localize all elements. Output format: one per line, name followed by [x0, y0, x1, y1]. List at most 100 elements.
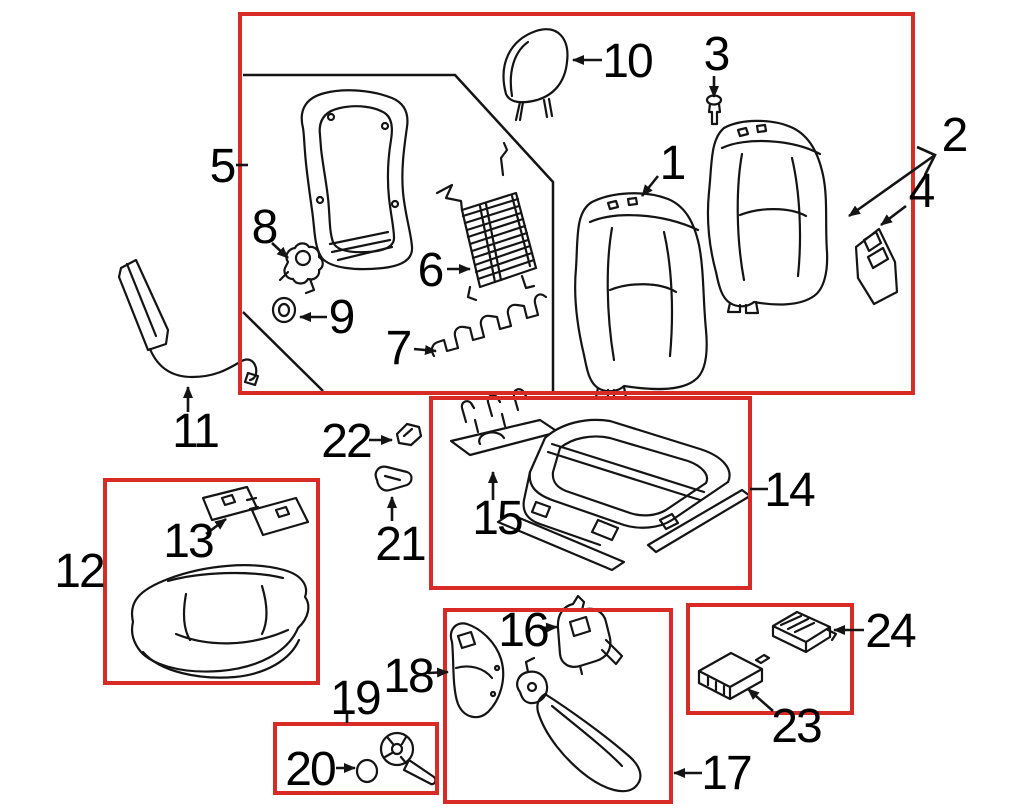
part-connector: [771, 610, 838, 654]
clip22-outline: [395, 422, 423, 447]
part-label-4: 4: [909, 165, 935, 218]
part-label-17: 17: [701, 747, 751, 800]
track-frame-outer: [528, 418, 731, 529]
part-clip-21: [374, 465, 413, 492]
part-recliner-motor: [278, 242, 324, 295]
part-label-24: 24: [865, 605, 916, 658]
leader-8: [271, 242, 289, 259]
side-pad-detail: [862, 230, 890, 270]
track-brackets: [522, 470, 680, 547]
part-grommet: [271, 296, 297, 324]
leader-23: [747, 688, 774, 712]
leader-16: [539, 622, 558, 633]
part-label-7: 7: [386, 322, 411, 375]
connector-box: [771, 610, 832, 654]
seatback1-outline: [574, 192, 708, 393]
cushion-seams: [141, 571, 301, 679]
part-seat-track: [496, 418, 752, 572]
part-label-9: 9: [329, 291, 354, 344]
heater-pads-holes: [220, 493, 291, 519]
part-side-pad: [854, 227, 899, 306]
part-recline-lever: [516, 656, 642, 793]
group-boxes: [103, 12, 915, 804]
part-label-14: 14: [764, 464, 815, 517]
knob-spokes: [383, 735, 408, 765]
part-control-module: [697, 651, 771, 701]
group-box-track: [429, 396, 752, 590]
part-lumbar-mat: [435, 141, 538, 302]
part-handle-knob: [379, 731, 437, 786]
part-lumbar-wire: [430, 293, 548, 358]
lumbar-hooks: [435, 141, 509, 212]
part-seatback-cover-right: [706, 119, 829, 315]
part-label-11: 11: [172, 405, 218, 458]
motor-body: [283, 242, 324, 285]
module-detail: [706, 653, 771, 696]
bracket16-outline: [556, 594, 612, 668]
wire-shape: [430, 293, 548, 358]
part-label-13: 13: [163, 515, 213, 568]
connector-grooves: [779, 614, 838, 642]
oring-shape: [355, 758, 379, 784]
part-headrest: [502, 28, 569, 122]
part-label-6: 6: [418, 244, 443, 297]
part-inner-shield: [556, 594, 624, 676]
backrest-panel-outline: [242, 73, 555, 392]
part-seat-cushion: [130, 564, 310, 679]
heater-pads-outline: [201, 485, 310, 537]
panel-edge-top-right: [243, 73, 555, 391]
leader-1: [640, 175, 660, 197]
group-box-shields: [443, 608, 673, 804]
part-label-20: 20: [285, 743, 335, 796]
bracket16-detail: [568, 615, 624, 676]
bracket-hooks: [460, 388, 528, 446]
leader-lines: [183, 55, 937, 778]
frame-outer: [300, 89, 414, 271]
leader-13: [205, 517, 227, 536]
group-box-modules: [686, 603, 854, 715]
leader-2: [848, 153, 936, 218]
part-seat-heater-pads: [201, 485, 310, 537]
part-label-8: 8: [252, 201, 277, 254]
headrest-stems: [509, 40, 554, 122]
part-seatback-cover-left: [574, 192, 708, 400]
part-label-18: 18: [383, 650, 433, 703]
part-drawings: [117, 28, 899, 793]
part-backrest-frame: [300, 89, 414, 271]
part-label-2: 2: [942, 109, 967, 162]
lumbar-rungs: [461, 194, 536, 302]
lever-detail: [524, 656, 624, 768]
part-label-22: 22: [321, 415, 371, 468]
grommet-inner: [277, 302, 291, 318]
frame-details: [315, 112, 400, 262]
group-box-handle: [273, 722, 439, 795]
motor-detail: [278, 249, 316, 295]
part-outer-shield: [449, 622, 505, 719]
frame-opening: [318, 105, 396, 254]
part-label-5: 5: [210, 140, 235, 193]
leader-7: [413, 345, 437, 355]
knob-outline: [379, 731, 437, 786]
leader-4: [880, 204, 907, 227]
trim-clip-shape: [705, 94, 723, 126]
part-label-16: 16: [498, 604, 548, 657]
lever-outline: [516, 670, 642, 793]
clip22-fold: [402, 427, 414, 438]
group-box-cushion: [103, 478, 320, 685]
part-label-21: 21: [375, 518, 425, 571]
part-label-23: 23: [771, 700, 821, 753]
part-label-12: 12: [54, 545, 104, 598]
part-label-15: 15: [472, 492, 522, 545]
part-label-1: 1: [660, 137, 685, 190]
headrest-body: [502, 28, 569, 104]
track-frame-inner: [546, 435, 709, 517]
cushion-outline: [130, 564, 310, 673]
part-trim-clip: [705, 94, 723, 126]
part-clip-22: [395, 422, 423, 447]
part-labels: 1 2 3 4 5 6 7 8 9 10 11 12 13 14 15 16 1…: [54, 28, 968, 800]
group-box-backrest: [238, 12, 915, 395]
clip21-slot: [383, 474, 402, 482]
part-side-airbag: [117, 258, 260, 387]
seatback2-seams: [720, 123, 822, 315]
